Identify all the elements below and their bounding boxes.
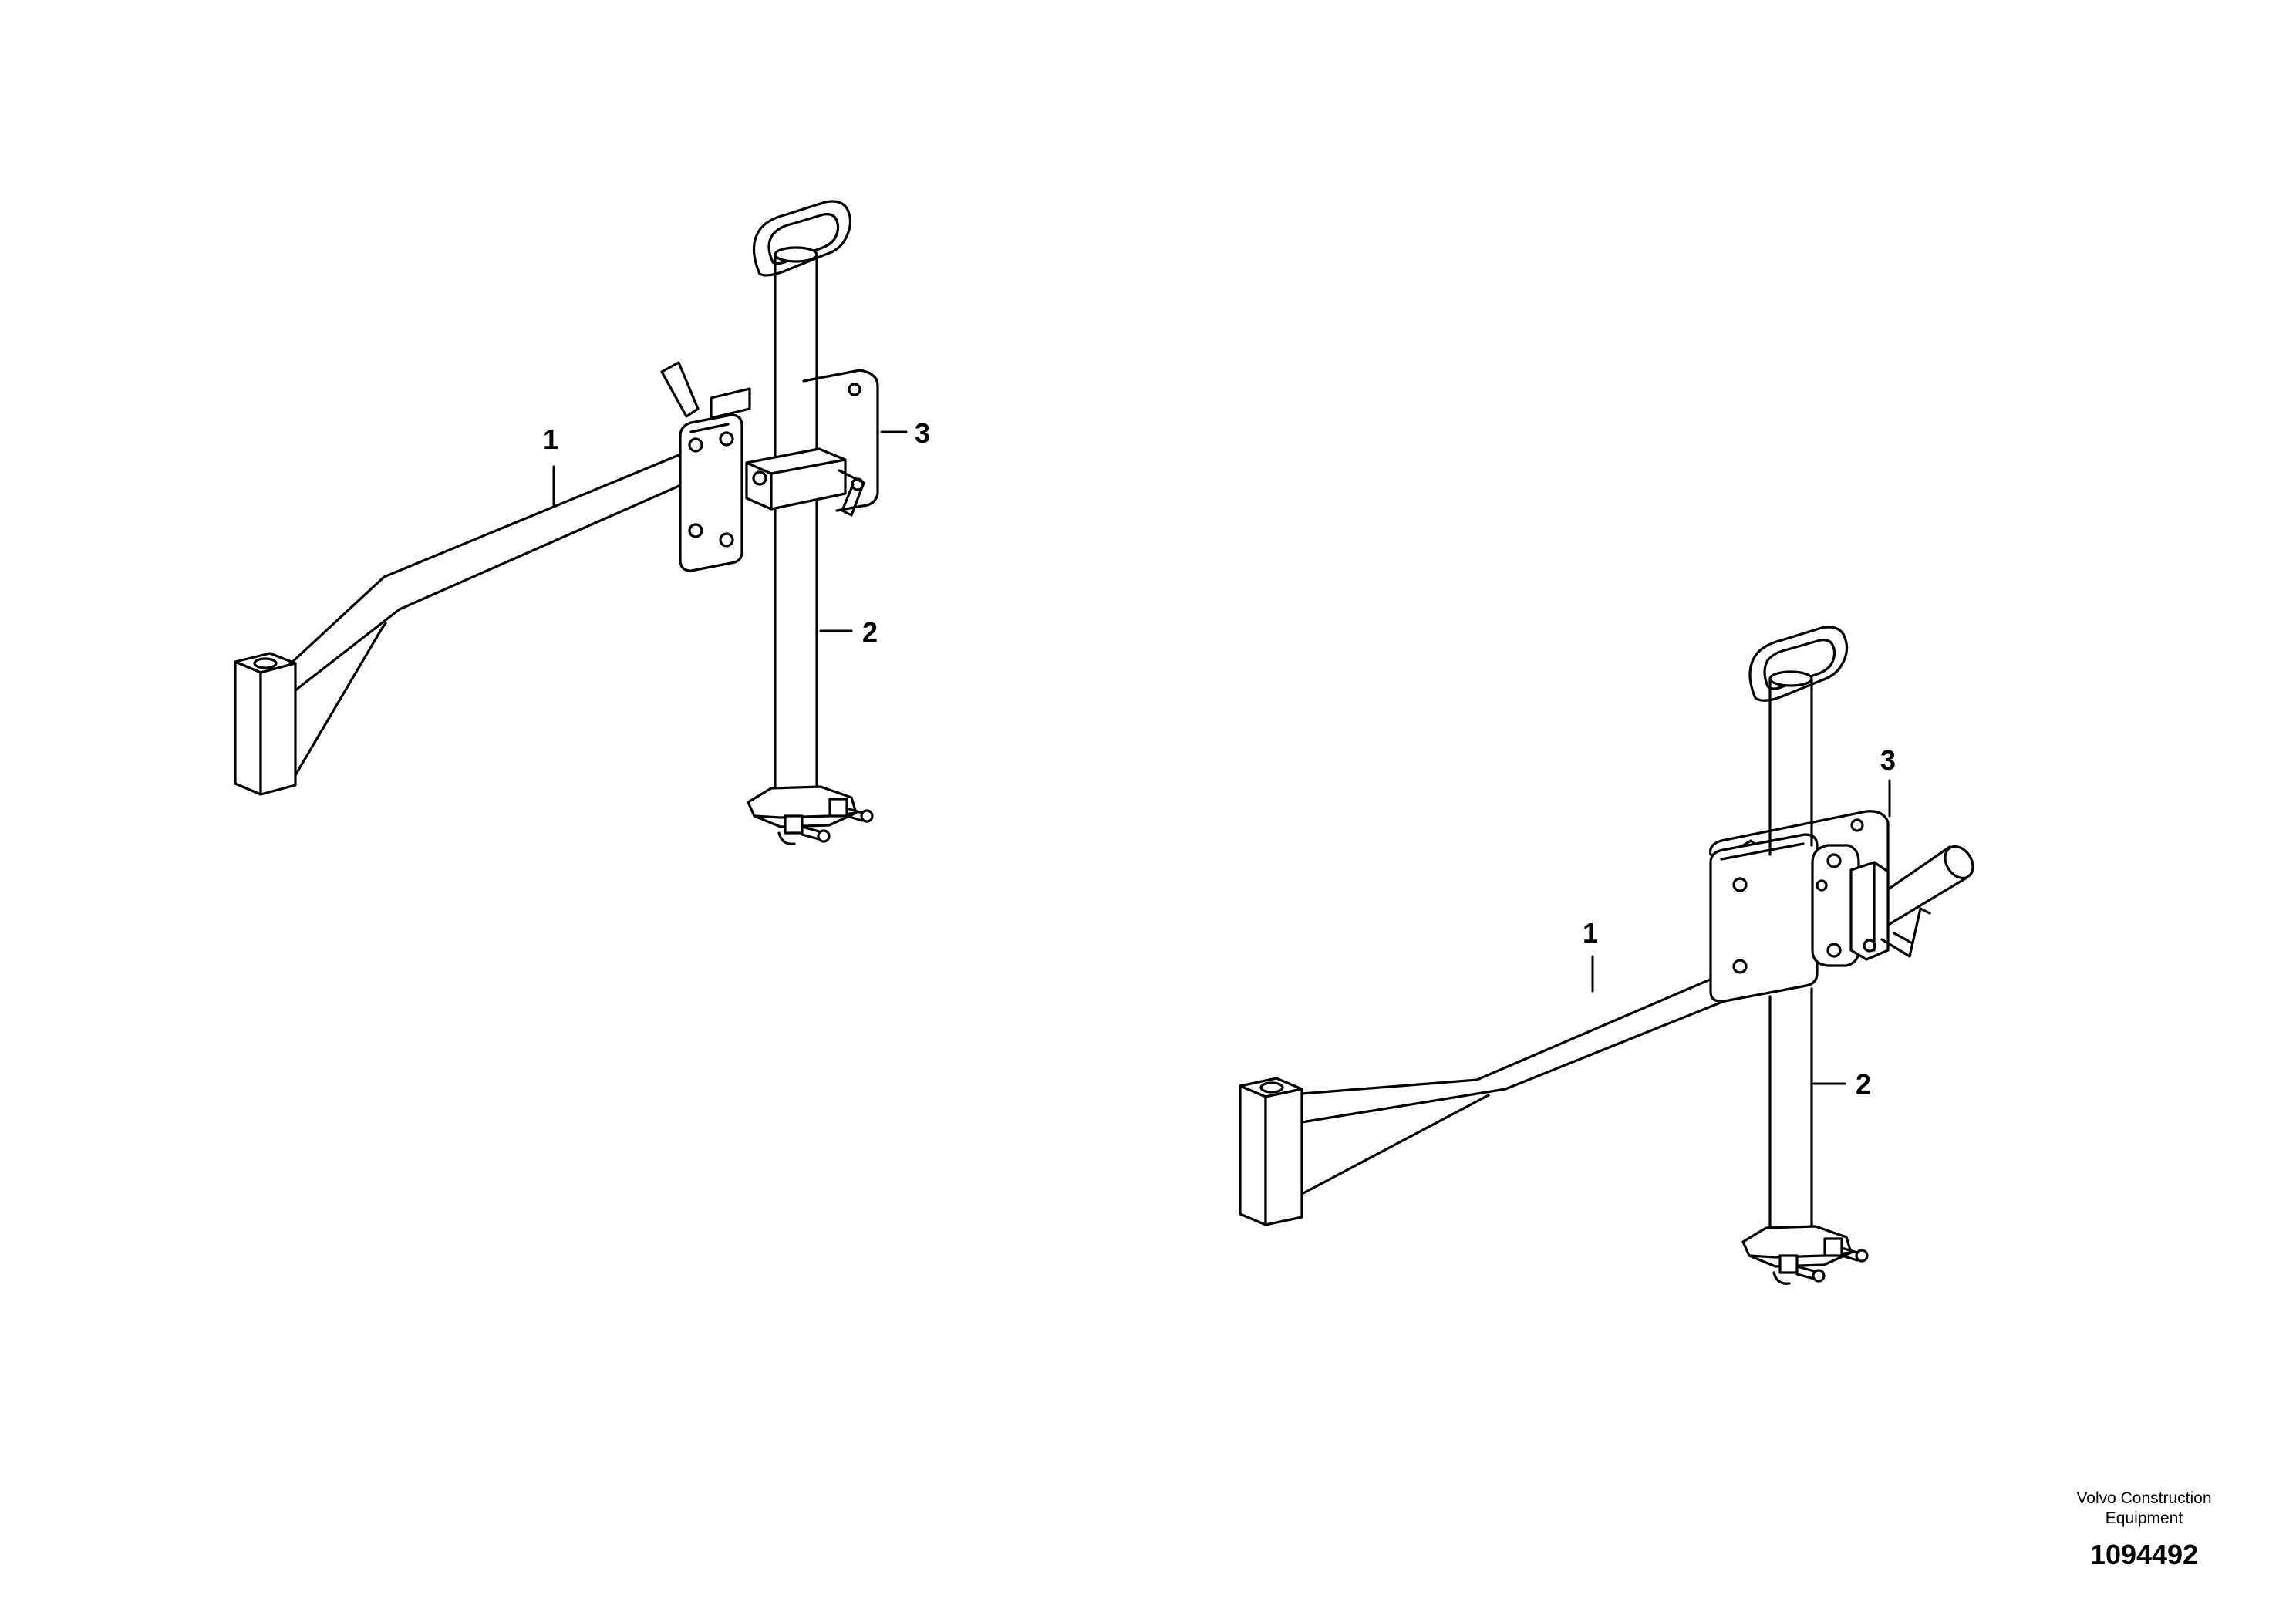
bolt-right-c: [1823, 1237, 1869, 1263]
callout-left-3: 3: [915, 417, 930, 449]
bolt-right-b: [1772, 1254, 1826, 1285]
callout-right-2: 2: [1856, 1068, 1871, 1100]
credit-line-1: Volvo Construction: [2076, 1489, 2212, 1507]
leaders-left: [552, 430, 908, 632]
part-2-tube-left: [747, 200, 874, 845]
callout-left-1: 1: [543, 423, 558, 455]
leaders-right: [1591, 779, 1891, 1085]
callouts: 1 2 3 1 2 3: [543, 417, 1896, 1100]
publisher-credit: Volvo Construction Equipment 1094492: [2021, 1489, 2267, 1570]
callout-right-1: 1: [1583, 917, 1598, 949]
part-3-clamp-plate-right: [1708, 810, 1931, 1003]
callout-left-2: 2: [862, 616, 878, 648]
part-2-tube-right: [1741, 626, 1869, 1285]
bolt-left-a: [777, 814, 831, 845]
assembly-left: [234, 200, 908, 845]
bolt-right-a: [828, 798, 874, 823]
credit-line-2: Equipment: [2105, 1509, 2183, 1527]
part-1-bracket-arm-left: [234, 452, 684, 796]
assembly-right: [1239, 626, 1974, 1285]
callout-right-3: 3: [1880, 744, 1896, 776]
part-3-clamp-plate-left: [660, 361, 879, 572]
drawing-number: 1094492: [2089, 1539, 2199, 1570]
